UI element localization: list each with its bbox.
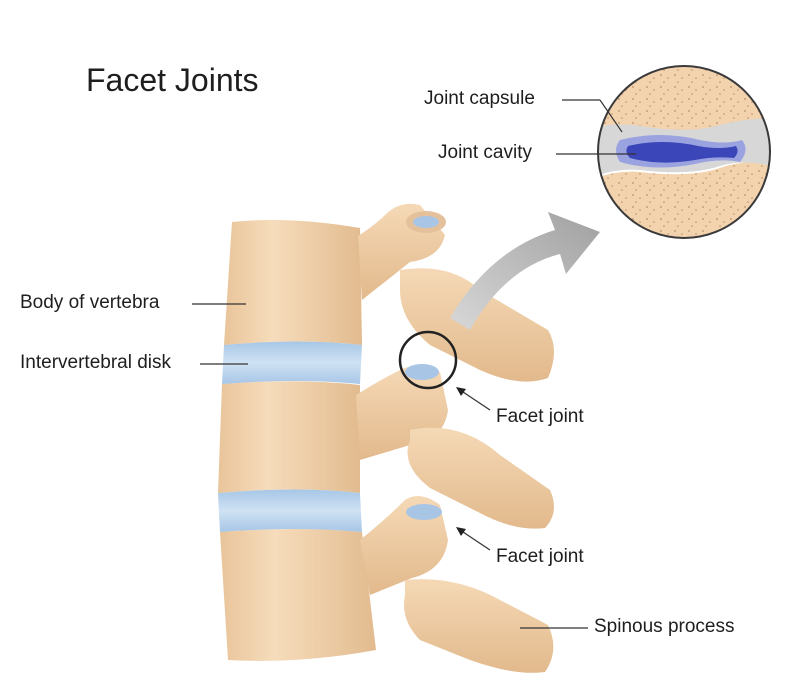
label-body-of-vertebra: Body of vertebra — [20, 292, 160, 313]
diagram-title: Facet Joints — [86, 62, 259, 98]
posterior-processes — [356, 203, 554, 673]
leader-lines — [192, 99, 636, 629]
leader-arrowheads — [456, 387, 466, 536]
label-facet-joint-upper: Facet joint — [496, 406, 584, 427]
label-joint-cavity: Joint cavity — [438, 142, 532, 163]
facet-joint-highlight-circle — [398, 330, 458, 390]
magnify-arrow-icon — [450, 212, 600, 330]
intervertebral-disks — [218, 341, 362, 532]
label-intervertebral-disk: Intervertebral disk — [20, 352, 172, 373]
vertebral-bodies — [218, 220, 376, 661]
label-spinous-process: Spinous process — [594, 616, 735, 637]
label-joint-capsule: Joint capsule — [424, 88, 535, 109]
magnified-joint — [597, 65, 771, 239]
label-facet-joint-lower: Facet joint — [496, 546, 584, 567]
